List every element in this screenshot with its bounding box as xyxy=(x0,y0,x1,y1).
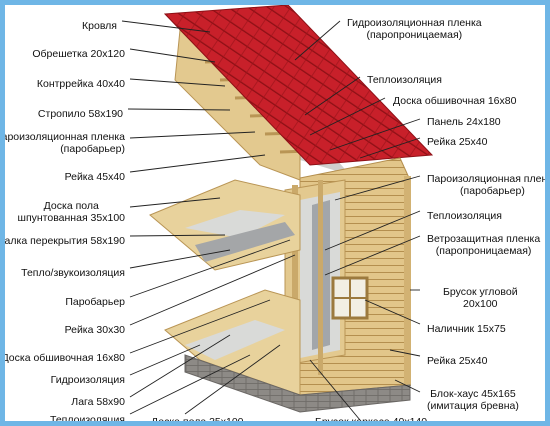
label-obreshetka: Обрешетка 20х120 xyxy=(32,48,125,60)
label-doska-obsh-left: Доска обшивочная 16х80 xyxy=(1,352,125,364)
roof-assembly xyxy=(163,5,434,181)
label-kontrreyka: Контррейка 40х40 xyxy=(36,78,125,90)
label-doska-obsh-right: Доска обшивочная 16х80 xyxy=(393,95,517,107)
lower-floor-insulation xyxy=(185,320,285,360)
leader-lines xyxy=(121,20,421,421)
label-brusok-uglovoy: Брусок угловой 20х100 xyxy=(443,286,518,310)
label-gidro-plenka: Гидроизоляционная пленка (паропроницаема… xyxy=(347,17,482,41)
label-teploizol-bottom: Теплоизоляция xyxy=(50,414,125,426)
roof-covering-tiles xyxy=(163,5,434,166)
frame-stud-mid xyxy=(318,180,323,375)
house-walls xyxy=(284,157,411,396)
frame-stud-left xyxy=(292,185,298,385)
label-krovlya: Кровля xyxy=(82,20,117,32)
label-reyka25-bottom: Рейка 25х40 xyxy=(427,355,488,367)
label-reyka25-top: Рейка 25х40 xyxy=(427,136,488,148)
label-teplo-zvuko: Тепло/звукоизоляция xyxy=(21,267,125,279)
foundation xyxy=(184,354,411,413)
label-balka: Балка перекрытия 58х190 xyxy=(0,235,125,247)
label-stropilo: Стропило 58х190 xyxy=(37,108,123,120)
label-reyka45: Рейка 45х40 xyxy=(64,171,125,183)
label-nalichnik: Наличник 15х75 xyxy=(427,323,506,335)
house-construction-diagram xyxy=(121,5,434,421)
label-blok-haus: Блок-хаус 45х165 (имитация бревна) xyxy=(427,388,519,412)
label-teploizol-top: Теплоизоляция xyxy=(367,74,442,86)
label-parobarier: Паробарьер xyxy=(65,296,125,308)
label-panel: Панель 24х180 xyxy=(427,116,501,128)
label-doska-pola-shpunt: Доска пола шпунтованная 35х100 xyxy=(17,200,125,224)
label-gidroizol-bottom: Гидроизоляция xyxy=(50,374,125,386)
label-doska-pola-bottom: Доска пола 35х100 xyxy=(151,416,244,426)
label-laga: Лага 58х90 xyxy=(71,396,125,408)
label-paroizol-right: Пароизоляционная пленка (паробарьер) xyxy=(427,173,548,197)
label-paroizol-top: Пароизоляционная пленка (паробарьер) xyxy=(0,131,125,155)
label-teploizol-mid: Теплоизоляция xyxy=(427,210,502,222)
floors xyxy=(149,179,411,413)
label-brusok-karkasa: Брусок каркаса 40х140 xyxy=(315,416,428,426)
label-vetrozasch: Ветрозащитная пленка (паропроницаемая) xyxy=(427,233,541,257)
label-reyka30: Рейка 30х30 xyxy=(64,324,125,336)
corner-board xyxy=(404,176,411,386)
upper-floor-insulation xyxy=(185,210,285,238)
